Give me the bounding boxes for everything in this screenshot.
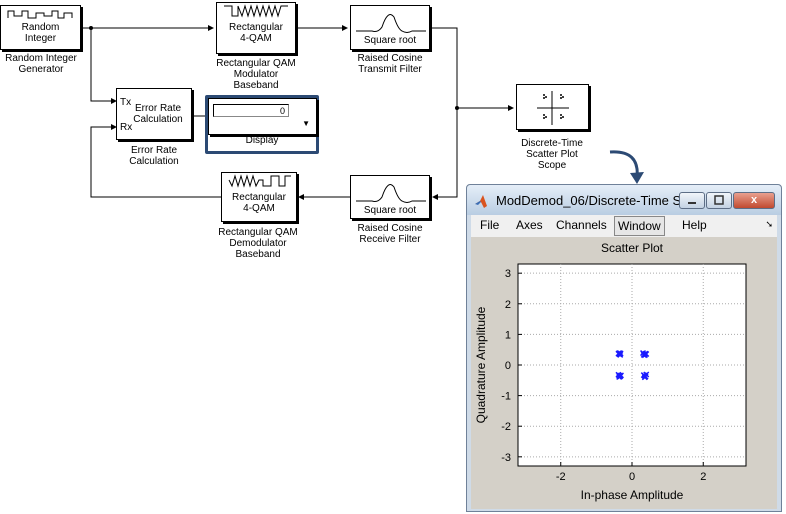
scatter-scope-label: Discrete-Time Scatter Plot Scope (521, 138, 583, 171)
y-tick-label: -1 (501, 391, 511, 403)
menu-help[interactable]: Help (682, 218, 707, 232)
display-label: Display (245, 135, 279, 146)
chart-title: Scatter Plot (601, 241, 664, 255)
figure-area: Scatter Plot -2 0 2 3 2 1 0 -1 -2 -3 In-phase Amp… (471, 237, 777, 509)
qam-modulator-block[interactable]: Rectangular 4-QAM (216, 2, 296, 54)
y-tick-label: 1 (505, 329, 511, 341)
close-icon: x (750, 194, 758, 206)
menu-dock-arrow-icon[interactable]: ➘ (765, 219, 773, 229)
scatter-point (617, 350, 624, 357)
display-highlight (205, 95, 319, 154)
sinc-pulse-icon (356, 184, 426, 203)
random-integer-label: Random Integer Generator (5, 53, 77, 75)
maximize-button[interactable] (706, 192, 732, 209)
random-signal-icon (7, 10, 73, 19)
demod-signal-icon (228, 174, 291, 188)
x-tick-label: 0 (629, 471, 635, 483)
scatter-point (617, 372, 624, 379)
sinc-pulse-icon (356, 14, 426, 33)
qam-demodulator-inner: Rectangular 4-QAM (232, 192, 286, 214)
matlab-logo-icon (475, 195, 487, 208)
axis-ticks: -2 0 2 3 2 1 0 -1 -2 -3 (501, 268, 706, 483)
scatter-plot-chart: Scatter Plot -2 0 2 3 2 1 0 -1 -2 -3 In-phase Amp… (474, 241, 747, 502)
menu-file[interactable]: File (480, 218, 500, 232)
error-rate-inner: Error Rate Calculation (133, 103, 183, 125)
wire-rand-to-tx (90, 28, 117, 104)
tx-filter-inner: Square root (363, 35, 417, 46)
rx-filter-block[interactable]: Square root (350, 175, 430, 219)
y-tick-label: -3 (501, 452, 511, 464)
qam-demodulator-label: Rectangular QAM Demodulator Baseband (218, 227, 298, 260)
y-axis-label: Quadrature Amplitude (474, 306, 488, 423)
error-rate-block[interactable]: Tx Rx Error Rate Calculation (116, 88, 192, 140)
qam-modulator-inner: Rectangular 4-QAM (229, 22, 283, 44)
error-rate-label: Error Rate Calculation (129, 145, 179, 167)
window-titlebar[interactable]: ModDemod_06/Discrete-Time S... x (467, 185, 781, 215)
tx-port-label: Tx (120, 97, 132, 108)
menu-bar: File Axes Channels Window Help ➘ (471, 215, 777, 237)
y-tick-label: 0 (505, 360, 511, 372)
x-tick-label: 2 (700, 471, 706, 483)
y-tick-label: 2 (505, 299, 511, 311)
qam-modulator-label: Rectangular QAM Modulator Baseband (216, 58, 296, 91)
scatter-point (616, 350, 623, 357)
y-tick-label: 3 (505, 268, 511, 280)
rx-port-label: Rx (120, 122, 133, 133)
minimize-button[interactable] (679, 192, 705, 209)
modulated-signal-icon (224, 4, 288, 18)
x-axis-label: In-phase Amplitude (581, 488, 684, 502)
tx-filter-block[interactable]: Square root (350, 5, 430, 50)
tx-filter-label: Raised Cosine Transmit Filter (357, 53, 423, 75)
display-block[interactable]: 0 ▼ (208, 98, 317, 135)
x-tick-label: -2 (556, 471, 566, 483)
grid-lines (518, 264, 746, 466)
display-value: 0 (213, 104, 289, 117)
menu-channels[interactable]: Channels (556, 218, 607, 232)
random-integer-inner: Random Integer (21, 22, 60, 44)
scatter-point (643, 371, 650, 378)
close-button[interactable]: x (733, 192, 775, 209)
scatter-points (615, 350, 650, 381)
qam-demodulator-block[interactable]: Rectangular 4-QAM (221, 172, 297, 222)
display-dropdown-icon: ▼ (302, 119, 310, 128)
rx-filter-inner: Square root (363, 205, 417, 216)
window-title: ModDemod_06/Discrete-Time S... (496, 193, 693, 208)
wire-demod-to-rx (90, 124, 221, 198)
menu-axes[interactable]: Axes (516, 218, 543, 232)
scatter-point (640, 350, 647, 357)
scatter-plot-window[interactable]: ModDemod_06/Discrete-Time S... x File Ax… (466, 184, 782, 512)
minimize-icon (688, 202, 696, 204)
y-tick-label: -2 (501, 421, 511, 433)
scatter-scope-icon (537, 91, 569, 125)
menu-window[interactable]: Window (614, 216, 665, 236)
scatter-scope-block[interactable] (516, 84, 589, 130)
random-integer-block[interactable]: Random Integer (0, 5, 81, 50)
wire-filter-to-rxfilter (430, 27, 458, 200)
rx-filter-label: Raised Cosine Receive Filter (357, 223, 423, 245)
maximize-icon (714, 195, 724, 205)
